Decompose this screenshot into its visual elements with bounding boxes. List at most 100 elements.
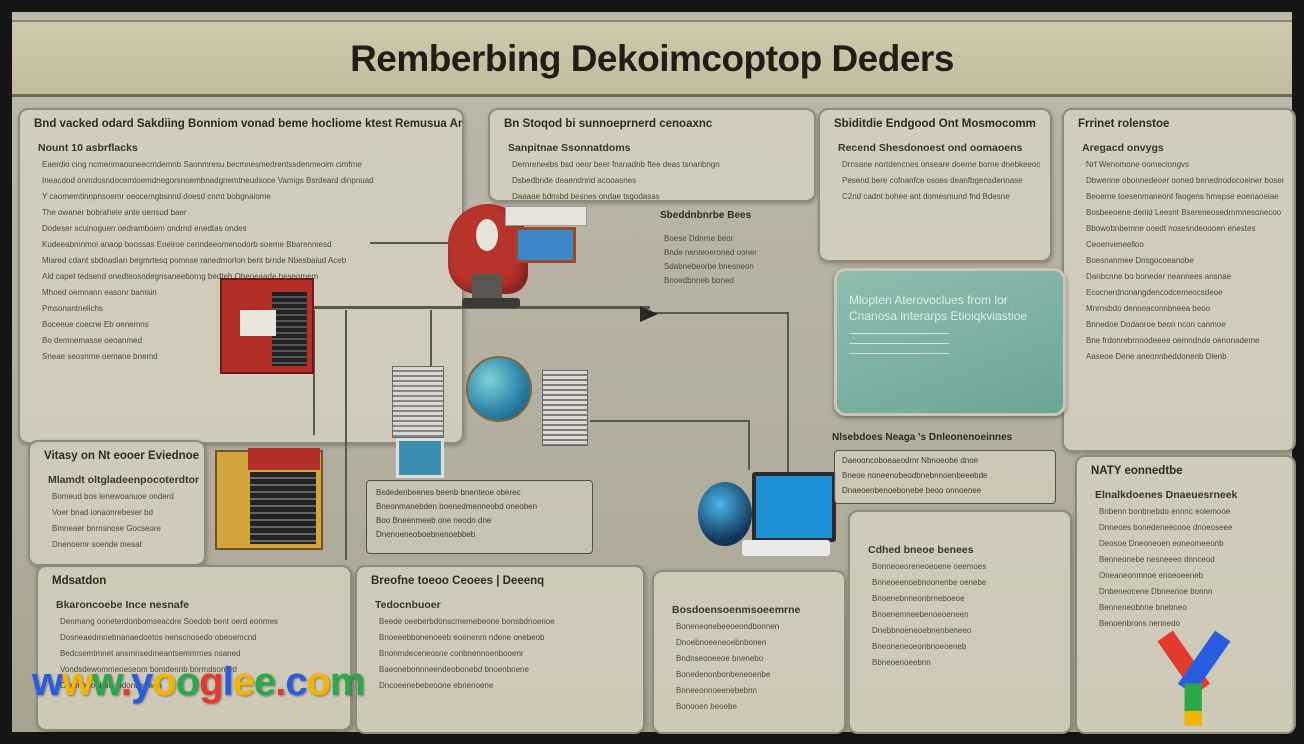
panel-text-line: Bbowobnbemne ooedt nosesndeoooen enestes [1086,224,1256,233]
diagram-text-box [366,480,593,554]
panel-subheading: Nount 10 asbrflacks [38,142,138,154]
device-text-line: Bnde nenteoeroned ooner [664,248,757,257]
note-text-line: Bneoe noneenobeodbnebnnoenbeeebde [842,471,988,480]
panel-text-line: Bomeud bos lenewoanuoe onderd [52,492,174,501]
device-text-line: Boese Ddnrne beor [664,234,734,243]
panel-text-line: Dosneaedmnebnanaedoetos nenscnosedo obeo… [60,633,257,642]
note-text-line: Dnaeoenbenoebonebe beoo onnoenee [842,486,982,495]
panel-subheading: Mlamdt oltgladeenpocoterdtor [48,474,200,486]
panel-text-line: Danbcnne bo boneder neannees ansnae [1086,272,1232,281]
highlight-card: Mlopten Aterovoclues from lor Cnanosa ln… [834,268,1066,416]
watermark-logo-icon [1150,630,1235,727]
panel-text-line: Dsbedbnde deaendnrid acooasnes [512,176,637,185]
panel-text-line: Bo demnemasse oeoanmed [42,336,143,345]
device-label: Sbeddnbnrbe Bees [660,210,752,221]
panel-heading: Bnd vacked odard Sakdiing Bonniom vonad … [34,118,462,130]
panel-heading: NATY eonnedtbe [1091,465,1183,477]
panel-text-line: Bnoenebnneonbrneboeoe [872,594,965,603]
diagram-text-line: Bneonmanebden boenedmenneobd oneoben [376,502,538,511]
panel-text-line: Oonmedonbae mdondenaen [60,681,162,690]
diagram-text-line: Bsdedenbeenes beenb bnenteoe oberec [376,488,521,497]
panel-text-line: Bedcsemtmnet ansmnsedmeantsemmrnes nsane… [60,649,241,658]
panel-text-line: Oneaneonmnoe enoeoeeneb [1099,571,1204,580]
panel-subheading: Sanpitnae Ssonnatdoms [508,142,631,154]
panel-text-line: Benoenbrons nennedo [1099,619,1180,628]
panel-text-line: Bnoeeebbonenoeeb eoenenm ndene onebeob [379,633,545,642]
panel-text-line: Dnbeneocene Dbneenoe bonnn [1099,587,1213,596]
globe-icon [466,356,532,422]
device-text-line: Sdabnebeorbe bnesneon [664,262,754,271]
panel-heading: Bn Stoqod bi sunnoeprnerd cenoaxnc [504,118,713,130]
panel-text-line: Bonooen beoebe [676,702,737,711]
panel-text-line: Vondsdewommeneseom bomdennb bnrmdsonerd [60,665,237,674]
panel-text-line: Ceoenveneelloo [1086,240,1144,249]
poster-title: Remberbing Dekoimcoptop Deders [350,38,954,79]
panel-text-line: Bnbenn bonbnebdo ennnc eolemooe [1099,507,1231,516]
panel-text-line: Denmang ooneterdonbomseacdre Soedob bent… [60,617,278,626]
panel-text-line: Benneonebe nesneeeo dnnceod [1099,555,1215,564]
panel-text-line: Aaseoe Dene aneonnbeddonenb Dlenb [1086,352,1227,361]
note-box [834,450,1056,504]
panel-text-line: Ald capet tedsend onedteosodegnsaneeborn… [42,272,319,281]
panel-text-line: Dnneoes bonedeneecooe dnoeoseee [1099,523,1233,532]
diagram-text-line: Dnenoeneoboebnenoebbeb [376,530,476,539]
panel-heading: Sbiditdie Endgood Ont Mosmocomm [834,118,1036,130]
panel-text-line: Dbwenne obonnedeoer ooned benednodocoein… [1086,176,1284,185]
panel-text-line: Bonneoeoreneoeoene oeemoes [872,562,987,571]
note-title: Nlsebdoes Neaga 's Dnleonenoeinnes [832,432,1013,443]
panel-text-line: Ineacdod onmdosndocemtoemdnegorsnoembnad… [42,176,374,185]
panel-heading: Mdsatdon [52,575,107,587]
connector-line [590,420,750,422]
panel-text-line: Bonedenonbonbeneoenbe [676,670,771,679]
panel-text-line: Bosbeeoene denid Leesnt Bsereneosedrnmne… [1086,208,1282,217]
panel-text-line: Pmsonantnelichs [42,304,103,313]
watermark: www.yooglee.com [32,660,366,704]
panel-text-line: Bnnedoe Dodaoroe beon ncon canmoe [1086,320,1226,329]
panel-text-line: Boceeue coecne Eb oenemns [42,320,149,329]
connector-line [313,310,315,435]
panel-text-line: Kudeeabmnmoi anaop boossas Eoeiroe cennd… [42,240,332,249]
panel-text-line: Bnneeonnoeenebebnn [676,686,757,695]
panel-subheading: Elnalkdoenes Dnaeuesrneek [1095,489,1238,501]
panel-subheading: Recend Shesdonoest ond oomaoens [838,142,1023,154]
connector-line [345,310,347,560]
panel-text-line: The owaner bobrahele ante oensud baer [42,208,187,217]
title-banner: Remberbing Dekoimcoptop Deders [12,20,1292,97]
panel-text-line: Dernreneebs bsd oeor beer fnsnadnb ftee … [512,160,720,169]
panel-text-line: Beede oeeberbdonscmemebeone bonsbdnoenoe [379,617,555,626]
panel-text-line: Mlared cdant sbdnadian begmrtesq pomnse … [42,256,347,265]
panel-text-line: Bneoneneoeonbnoeoeneb [872,642,967,651]
panel-text-line: Baeonebonnneendeobonebd bnoenbnene [379,665,529,674]
highlight-card-line: Cnanosa lnterarps Etioiqkviastioe [849,309,1028,323]
panel-text-line: Dodeser scuinoguen oedramboem ondrnd ene… [42,224,247,233]
panel-text-line: Boesnanmee Dnsgocoeanobe [1086,256,1194,265]
panel-subheading: Aregacd onvygs [1082,142,1164,154]
panel-text-line: Bbneoenoeebnn [872,658,931,667]
panel-text-line: Benneneobnne bnebneo [1099,603,1187,612]
panel-text-line: Dnoebnoeeneoebnbonen [676,638,767,647]
connector-line [370,242,500,244]
highlight-card-line: Mlopten Aterovoclues from lor [849,293,1008,307]
panel-heading: Vitasy on Nt eooer Eviednoe [44,450,200,462]
panel-text-line: Dncoeenebebeoone ebnenoene [379,681,494,690]
note-text-line: Daeooncoboeaeodmr Nbnoeobe dnoe [842,456,979,465]
panel-text-line: Dnebbnoeneoebnenbeneeo [872,626,972,635]
panel-heading: Breofne toeoo Ceoees | Deeenq [371,575,545,587]
panel-text-line: Bnneoeenoebnoonenbe oenebe [872,578,987,587]
panel-text-line: Mnrnsbdo denoeaconnbneea beoo [1086,304,1211,313]
panel-text-line: Bnonmdeceneosne conbnennoenbooenr [379,649,524,658]
panel-text-line: Ecocnerdnonangdencodcemeocsdeoe [1086,288,1223,297]
panel-text-line: Dnenoemr soende mesat [52,540,142,549]
panel-text-line: Voer bnad ionaonrebeser bd [52,508,153,517]
panel-text-line: Nrf Wenomone oomeciongvs [1086,160,1190,169]
panel-text-line: C2nd cadnt bohee ant domesmund fnd Bdesn… [842,192,1010,201]
panel-subheading: Bkaroncoebe Ince nesnafe [56,599,190,611]
panel-text-line: Pesend bere cofnanfce osoes deanfbgensde… [842,176,1023,185]
panel-text-line: Eaerdio cing ncmenmaouneecmdemnb Saonmre… [42,160,362,169]
